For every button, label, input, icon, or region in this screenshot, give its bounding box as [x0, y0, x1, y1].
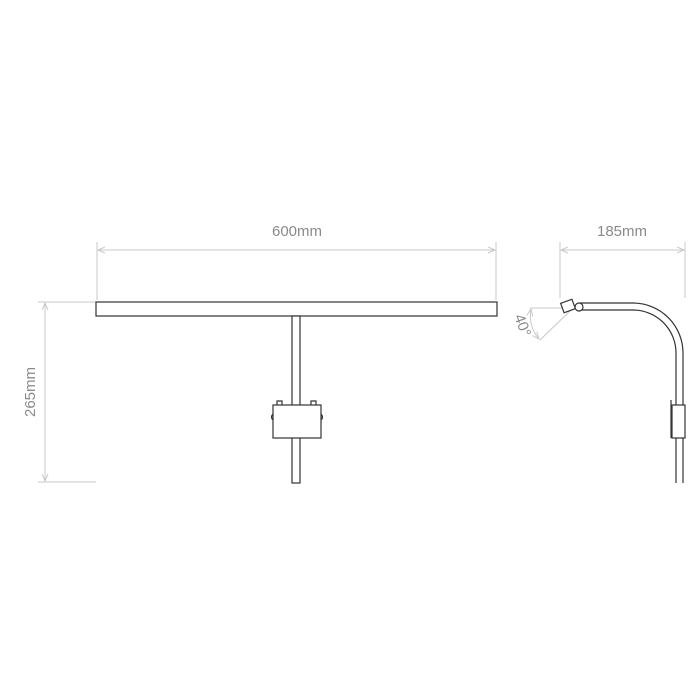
width-dimension: 600mm: [96, 223, 497, 300]
tilt-angle-indicator: 40°: [510, 307, 572, 341]
height-dimension: 265mm: [22, 301, 96, 483]
side-view-lamp: [559, 298, 686, 483]
arm-outer: [580, 302, 684, 483]
light-bar: [95, 301, 498, 317]
front-view-lamp: [95, 301, 498, 484]
stem: [291, 315, 301, 484]
side-bracket: [671, 404, 686, 439]
depth-dimension: 185mm: [559, 223, 686, 298]
lamp-head: [559, 298, 577, 314]
pivot-joint: [574, 302, 584, 312]
angle-label: 40°: [510, 312, 534, 339]
depth-label: 185mm: [597, 223, 647, 240]
height-label: 265mm: [22, 367, 39, 417]
width-label: 600mm: [272, 223, 322, 240]
arm-inner: [580, 309, 677, 483]
wall-bracket: [272, 404, 322, 439]
